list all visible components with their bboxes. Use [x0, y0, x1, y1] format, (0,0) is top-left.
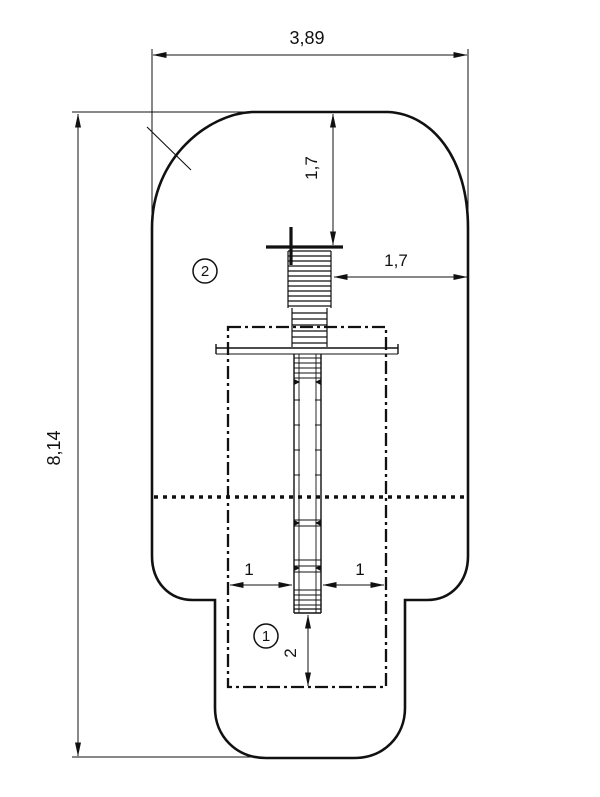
dim-label-overall-height: 8,14 [44, 430, 64, 465]
balloon-circle [253, 623, 279, 649]
balloon-1-label: 1 [262, 628, 270, 645]
membrane-phantom-outline [226, 325, 388, 689]
dimension-overall-width: 3,89 [151, 28, 469, 223]
dim-label-clearance-left: 1 [244, 560, 253, 579]
dip-tube [293, 354, 322, 614]
dim-label-clearance-right: 1 [355, 560, 364, 579]
dimension-fitting-depth: 1,7 [302, 113, 336, 246]
balloon-circle [192, 258, 218, 284]
part-balloon-1: 1 [253, 623, 279, 649]
dim-label-overall-width: 3,89 [289, 28, 324, 48]
flange-plate [215, 344, 399, 355]
fitting-thread-block-upper [287, 250, 332, 308]
tube-weld-marks [294, 379, 321, 571]
part-balloon-2: 2 [192, 258, 218, 284]
shell-leader-line [146, 126, 192, 171]
fitting-thread-block-lower [291, 308, 328, 347]
dim-label-fitting-depth: 1,7 [302, 156, 321, 180]
vessel-outline [150, 110, 470, 760]
dim-label-fitting-to-wall: 1,7 [384, 251, 408, 270]
balloon-2-label: 2 [201, 263, 209, 280]
dimension-clearance-right: 1 [322, 560, 385, 588]
center-mark [266, 227, 343, 265]
dim-label-stub-depth: 2 [281, 648, 300, 657]
dimension-stub-depth: 2 [281, 614, 311, 687]
dimension-fitting-to-wall: 1,7 [333, 251, 468, 280]
dimension-overall-height: 8,14 [44, 111, 262, 758]
dimension-clearance-left: 1 [229, 560, 293, 588]
